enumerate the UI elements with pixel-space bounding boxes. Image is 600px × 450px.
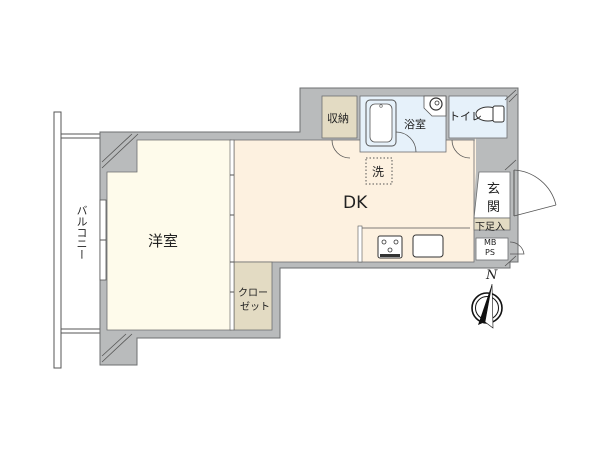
shoe-storage-label: 下足入 xyxy=(475,222,505,233)
storage-label: 収納 xyxy=(327,112,349,125)
balcony-rail xyxy=(53,111,62,369)
closet-label-line2: ゼット xyxy=(240,302,270,313)
entrance-label-line1: 玄 xyxy=(487,182,501,197)
compass-north-label: N xyxy=(486,268,498,283)
ps-label: PS xyxy=(485,248,495,257)
bathroom-label: 浴室 xyxy=(404,118,426,131)
toilet-label: トイレ xyxy=(449,110,482,123)
dk-label: DK xyxy=(343,193,368,213)
balcony-label: バルコニー xyxy=(75,205,88,260)
entrance-label-line2: 関 xyxy=(487,200,501,215)
mb-label: MB xyxy=(484,238,497,247)
western-room-label: 洋室 xyxy=(148,232,179,250)
north-compass-icon xyxy=(471,283,503,329)
washer-label: 洗 xyxy=(372,165,385,179)
closet-label-line1: クロー xyxy=(238,288,268,299)
